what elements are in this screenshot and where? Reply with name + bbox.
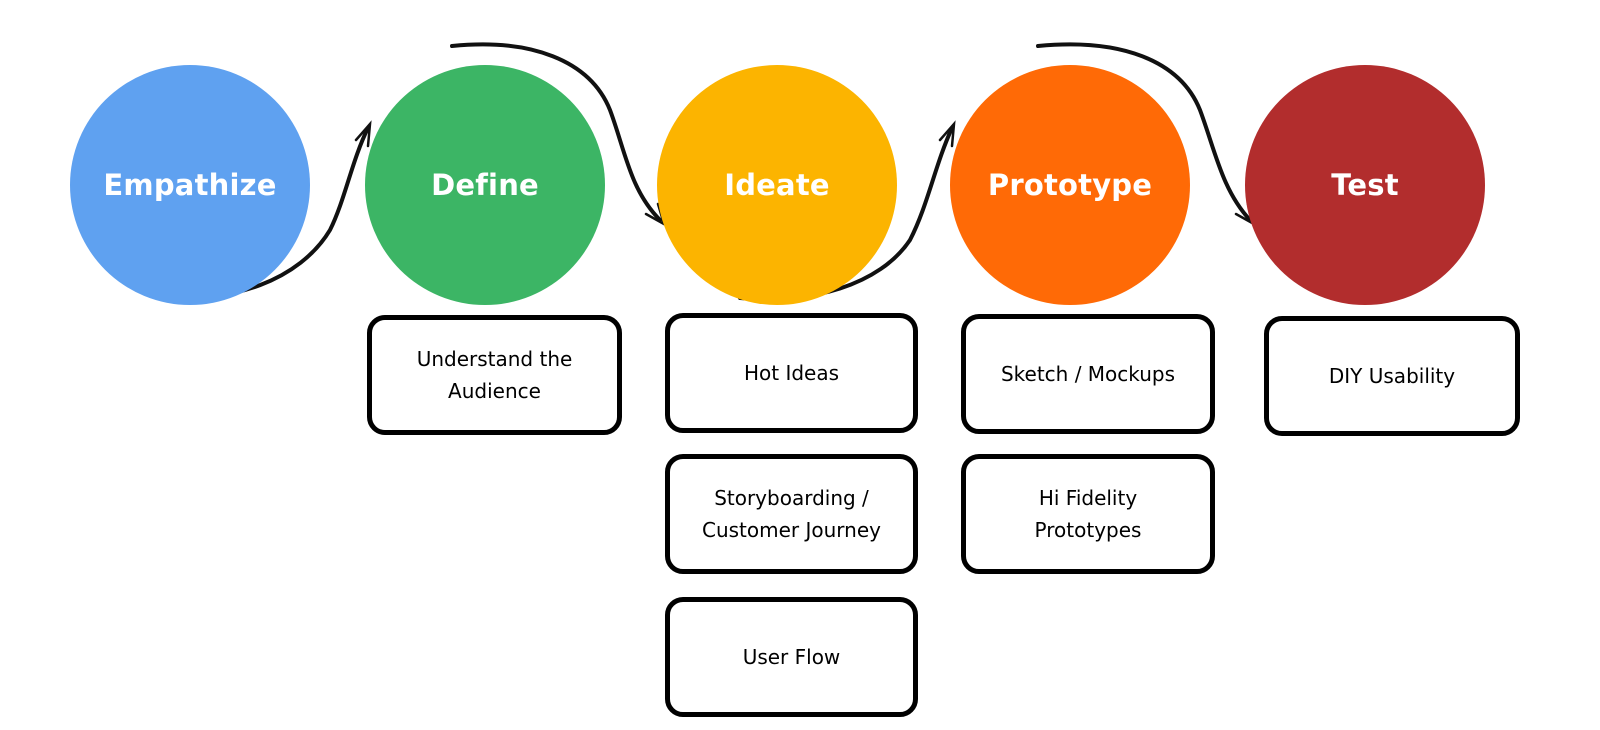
arrowhead-empathize-define [354, 120, 372, 148]
activity-box-hi-fidelity: Hi Fidelity Prototypes [961, 454, 1215, 574]
activity-box-hot-ideas: Hot Ideas [665, 313, 918, 433]
stage-prototype: Prototype [950, 65, 1190, 305]
stage-define: Define [365, 65, 605, 305]
activity-text: Hot Ideas [743, 361, 840, 385]
stage-label-ideate: Ideate [724, 168, 830, 202]
activity-text: User Flow [742, 645, 841, 669]
stage-empathize: Empathize [70, 65, 310, 305]
stage-label-empathize: Empathize [103, 168, 277, 202]
stage-label-prototype: Prototype [987, 168, 1153, 202]
stage-label-define: Define [431, 168, 539, 202]
activity-text: DIY Usability [1328, 364, 1456, 388]
activity-text: Hi Fidelity Prototypes [1034, 486, 1142, 542]
activity-text: Understand the Audience [416, 347, 573, 403]
activity-box-storyboarding: Storyboarding / Customer Journey [665, 454, 918, 574]
activity-text: Storyboarding / Customer Journey [701, 486, 881, 542]
activity-box-diy-usability: DIY Usability [1264, 316, 1520, 436]
stage-ideate: Ideate [657, 65, 897, 305]
stage-label-test: Test [1331, 168, 1399, 202]
stage-test: Test [1245, 65, 1485, 305]
activity-box-sketch-mockups: Sketch / Mockups [961, 314, 1215, 434]
activity-box-understand-audience: Understand the Audience [367, 315, 622, 435]
arrowhead-ideate-prototype [938, 120, 956, 148]
activity-text: Sketch / Mockups [1000, 362, 1176, 386]
activity-box-user-flow: User Flow [665, 597, 918, 717]
